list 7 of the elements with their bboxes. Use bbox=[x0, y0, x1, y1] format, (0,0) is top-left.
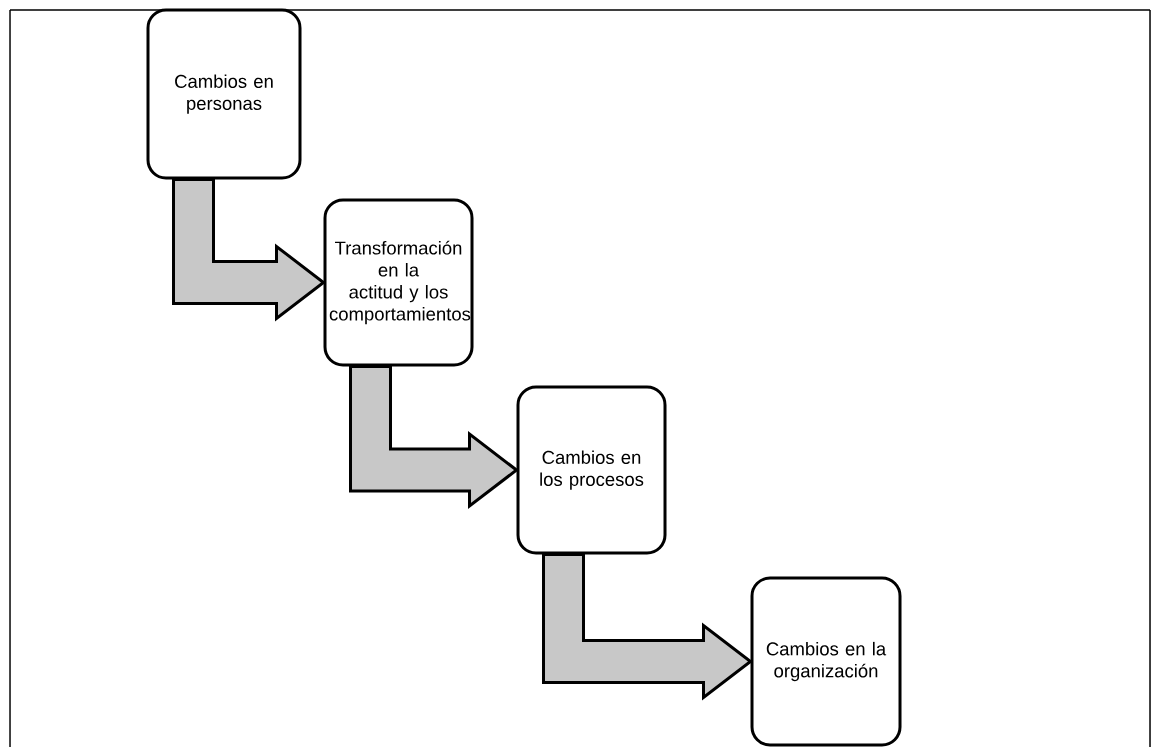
process-box: Cambios en los procesos bbox=[516, 385, 667, 555]
process-box: Cambios en la organización bbox=[750, 576, 902, 747]
arrow bbox=[349, 365, 519, 510]
arrow bbox=[542, 553, 753, 701]
process-box: Cambios en personas bbox=[146, 8, 302, 180]
arrow bbox=[172, 178, 326, 322]
process-box: Transformación en la actitud y los comportamientos bbox=[323, 198, 474, 367]
